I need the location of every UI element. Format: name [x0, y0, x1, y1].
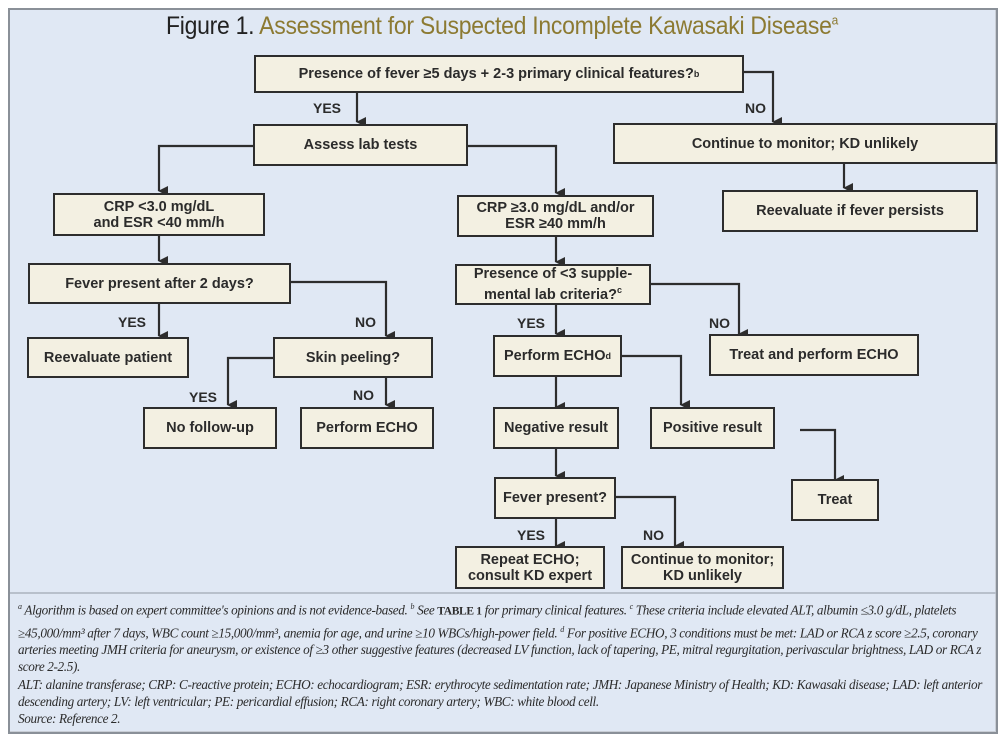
- footnote-d-mark: d: [560, 624, 564, 634]
- edge-echo-positive: [621, 354, 690, 410]
- node-positive-result: Positive result: [650, 407, 775, 449]
- title-footnote-mark: a: [831, 12, 839, 28]
- footnote-divider: [10, 592, 996, 594]
- node-text: Fever present after 2 days?: [65, 275, 254, 292]
- node-text: Treat and perform ECHO: [729, 347, 899, 363]
- node-fever-primary-features: Presence of fever ≥5 days + 2-3 primary …: [254, 55, 744, 93]
- node-text-line1: Repeat ECHO;: [480, 551, 580, 568]
- label-no-fever: NO: [643, 527, 664, 543]
- table-reference-link[interactable]: TABLE 1: [437, 605, 482, 618]
- label-no-fever2: NO: [355, 314, 376, 330]
- node-text: Fever present?: [503, 490, 607, 506]
- node-text-line2: consult KD expert: [467, 567, 593, 584]
- footnote-c-mark: c: [629, 602, 634, 611]
- footnote-b-post: for primary clinical features.: [484, 602, 627, 618]
- node-repeat-echo: Repeat ECHO; consult KD expert: [455, 546, 605, 589]
- abbreviations: ALT: alanine transferase; CRP: C-reactiv…: [18, 676, 983, 709]
- node-crp-low: CRP <3.0 mg/dL and ESR <40 mm/h: [53, 193, 265, 236]
- label-yes-start: YES: [313, 100, 342, 116]
- edge-fever-no: [615, 495, 684, 551]
- node-text-line2: and ESR <40 mm/h: [93, 214, 225, 231]
- node-text: Treat: [817, 492, 853, 508]
- footnote-b-pre: See: [417, 602, 435, 618]
- node-text: Negative result: [504, 420, 608, 436]
- figure-title-text: Assessment for Suspected Incomplete Kawa…: [259, 12, 832, 40]
- footnote-mark: d: [605, 351, 612, 361]
- node-text: Reevaluate patient: [43, 349, 173, 366]
- label-no-start: NO: [745, 100, 766, 116]
- footnote-d: For positive ECHO, 3 conditions must be …: [18, 624, 982, 675]
- node-perform-echo: Perform ECHO: [300, 407, 434, 449]
- node-text-line1: CRP ≥3.0 mg/dL and/or: [476, 200, 635, 216]
- node-text-line1: Continue to monitor;: [630, 551, 775, 568]
- node-reevaluate-patient: Reevaluate patient: [27, 337, 189, 378]
- footnote-c: These criteria include elevated ALT, alb…: [18, 602, 957, 640]
- footnote-mark: c: [616, 285, 622, 296]
- node-assess-lab-tests: Assess lab tests: [253, 124, 468, 166]
- source-note: Source: Reference 2.: [18, 711, 121, 726]
- node-fever-after-2-days: Fever present after 2 days?: [28, 263, 291, 304]
- node-reevaluate-if-fever: Reevaluate if fever persists: [722, 190, 978, 232]
- figure-label: Figure 1.: [166, 12, 255, 40]
- node-skin-peeling: Skin peeling?: [273, 337, 433, 378]
- node-text: Positive result: [662, 420, 763, 436]
- footnote-a-mark: a: [18, 602, 22, 611]
- edge-assess-high: [468, 144, 565, 198]
- node-monitor-kd-unlikely: Continue to monitor; KD unlikely: [613, 123, 997, 164]
- edge-skin-yes: [226, 356, 273, 410]
- edge-supp-no: [650, 282, 748, 339]
- node-text: Continue to monitor; KD unlikely: [691, 135, 919, 152]
- node-text-line2: ESR ≥40 mm/h: [505, 216, 606, 232]
- label-yes-fever2: YES: [118, 314, 147, 330]
- footnote-a: Algorithm is based on expert committee's…: [24, 602, 408, 618]
- node-crp-high: CRP ≥3.0 mg/dL and/or ESR ≥40 mm/h: [457, 195, 654, 237]
- node-text-line1: CRP <3.0 mg/dL: [103, 198, 215, 215]
- footnote-mark: b: [693, 69, 700, 79]
- label-no-skin: NO: [353, 387, 374, 403]
- figure-title: Figure 1. Assessment for Suspected Incom…: [40, 12, 964, 41]
- node-text-line1: Presence of <3 supple-: [473, 266, 633, 283]
- node-text: Presence of fever ≥5 days + 2-3 primary …: [298, 66, 694, 82]
- node-text: Skin peeling?: [305, 349, 401, 366]
- node-no-follow-up: No follow-up: [143, 407, 277, 449]
- node-continue-monitor: Continue to monitor; KD unlikely: [621, 546, 784, 589]
- footnotes: a Algorithm is based on expert committee…: [18, 598, 988, 727]
- node-treat: Treat: [791, 479, 879, 521]
- node-supplemental-criteria: Presence of <3 supple- mental lab criter…: [455, 264, 651, 305]
- node-text: No follow-up: [166, 420, 254, 436]
- edge-start-no: [743, 70, 782, 127]
- edge-positive-treat: [800, 428, 844, 485]
- node-text: Perform ECHO: [316, 420, 418, 436]
- label-yes-supp: YES: [517, 315, 546, 331]
- node-negative-result: Negative result: [493, 407, 619, 449]
- node-text: Perform ECHO: [503, 348, 606, 364]
- node-treat-and-echo: Treat and perform ECHO: [709, 334, 919, 376]
- node-fever-present: Fever present?: [494, 477, 616, 519]
- node-text-line2: mental lab criteria?: [484, 286, 617, 303]
- edge-fever2-no: [290, 280, 395, 341]
- node-text: Reevaluate if fever persists: [756, 203, 944, 219]
- footnote-b-mark: b: [410, 602, 415, 611]
- label-no-supp: NO: [709, 315, 730, 331]
- label-yes-fever: YES: [517, 527, 546, 543]
- edge-assess-low: [157, 144, 254, 196]
- node-text: Assess lab tests: [303, 137, 418, 153]
- label-yes-skin: YES: [189, 389, 218, 405]
- node-text-line2: KD unlikely: [663, 567, 742, 584]
